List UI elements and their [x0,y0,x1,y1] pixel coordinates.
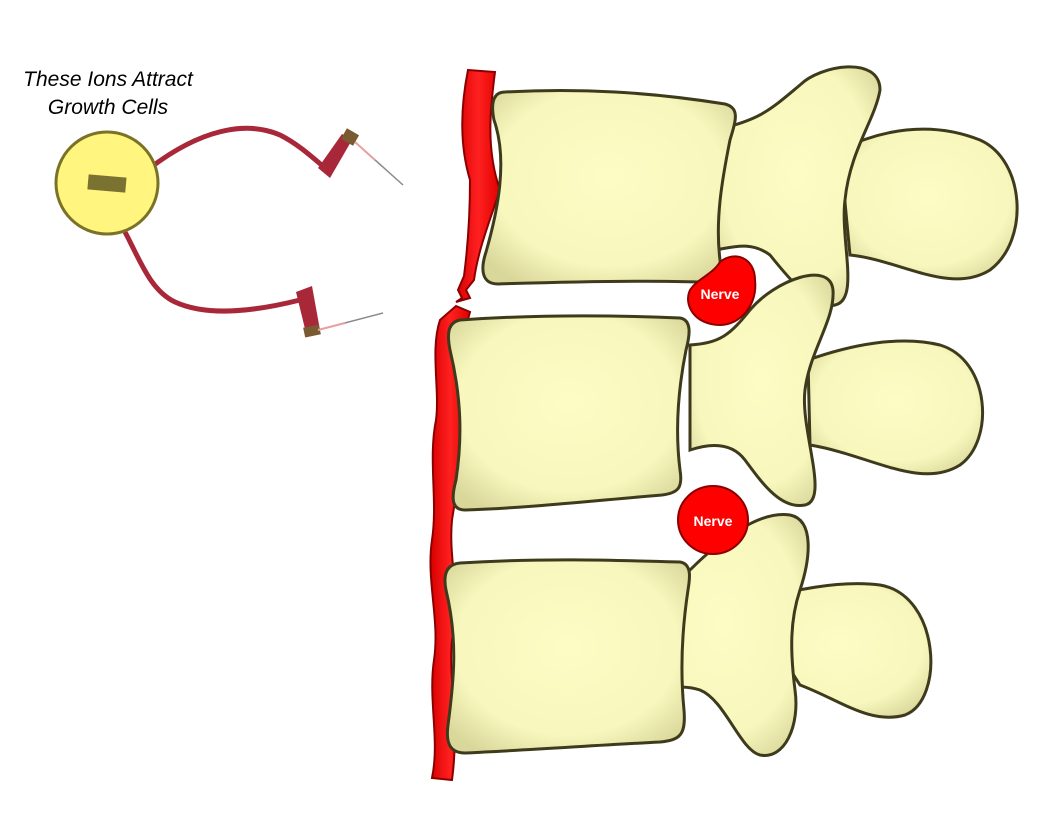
lower-electrode [296,286,320,333]
pedicle-middle [688,273,835,507]
nerve-label-upper: Nerve [701,286,740,302]
upper-wire [148,125,332,174]
vertebral-body-bottom [443,558,692,755]
ligament-upper [455,68,502,303]
vertebral-body-top [481,89,737,286]
vertebra-middle [446,273,985,512]
upper-electrode [318,134,352,178]
vertebra-bottom [443,512,933,757]
vertebral-body-middle [446,314,691,512]
caption: These Ions Attract Growth Cells [0,66,216,122]
vertebra-top [481,65,1019,307]
pedicle-top [713,65,882,307]
caption-line-1: These Ions Attract [23,68,193,91]
spinous-process-middle [806,339,985,476]
stimulator-device [54,125,404,338]
nerve-label-lower: Nerve [694,513,733,529]
nerve-lower: Nerve [677,485,749,555]
caption-line-2: Growth Cells [47,96,169,119]
lower-wire [122,230,301,314]
nerve-upper: Nerve [687,255,757,327]
spinous-process-top [838,127,1019,281]
minus-icon [87,174,127,193]
